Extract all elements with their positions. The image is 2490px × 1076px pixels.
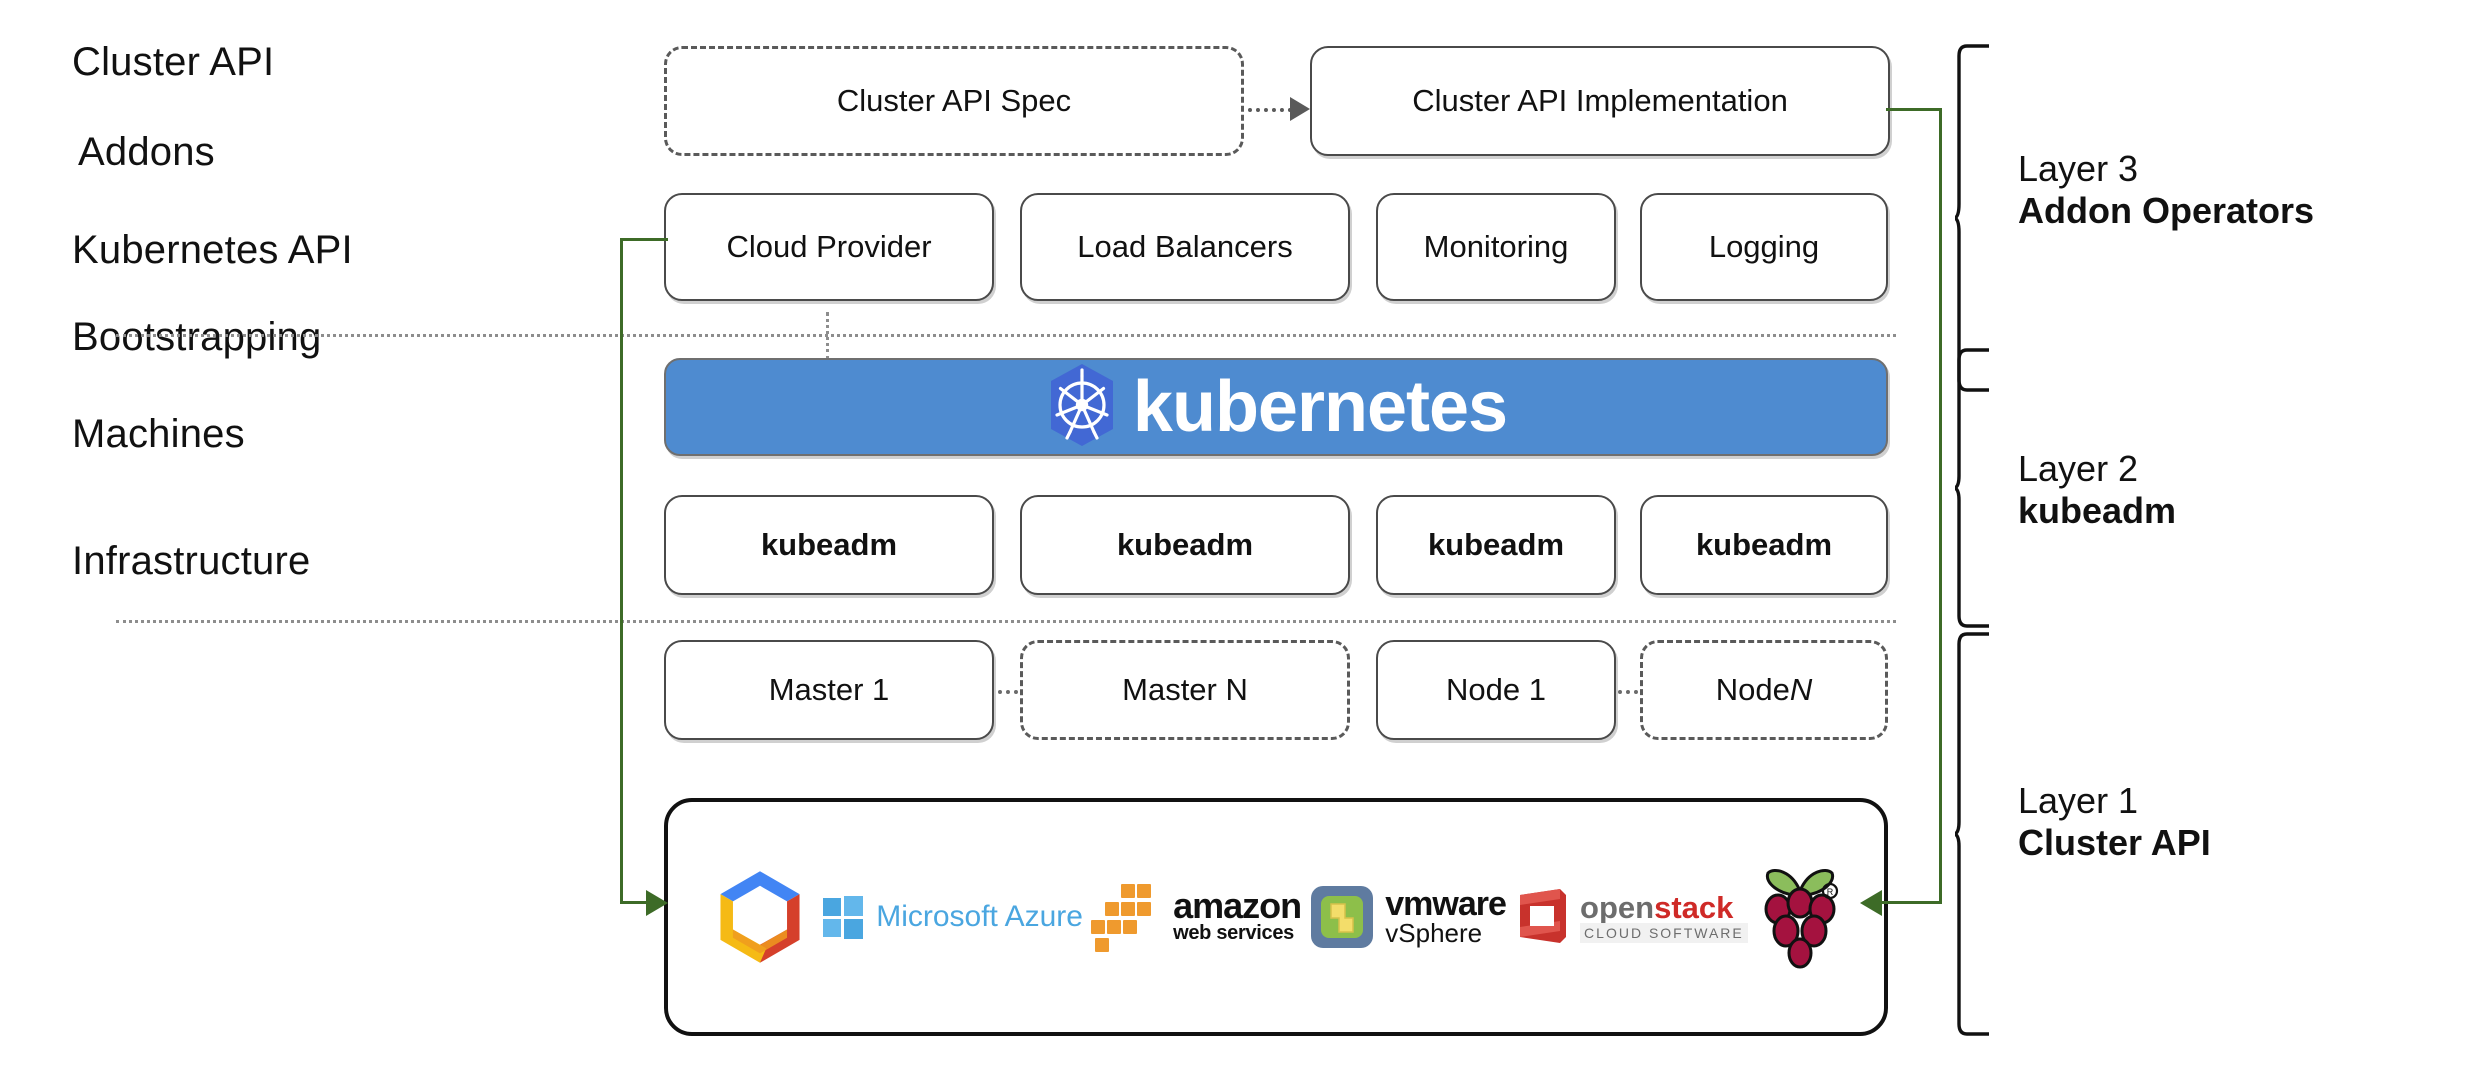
kubernetes-helm-wheel-icon <box>1045 362 1119 453</box>
addon-label-monitoring: Monitoring <box>1423 229 1569 264</box>
row-label-machines: Machines <box>72 412 245 456</box>
vmware-vsphere-logo: vmware vSphere <box>1309 884 1507 950</box>
layer-1-brace <box>1955 632 1989 1036</box>
addon-label-cloud-provider: Cloud Provider <box>726 229 932 264</box>
amazon-web-services-logo: amazon web services <box>1091 880 1302 954</box>
windows-icon <box>823 896 864 939</box>
layer-3-label: Layer 3 Addon Operators <box>2018 148 2314 233</box>
addon-box-cloud-provider[interactable]: Cloud Provider <box>664 193 994 301</box>
vsphere-wordmark: vSphere <box>1385 918 1483 949</box>
openstack-logo: openstack CLOUD SOFTWARE <box>1514 885 1748 949</box>
separator-layer3-layer2 <box>116 334 1896 337</box>
addon-label-logging: Logging <box>1708 229 1820 264</box>
openstack-cube-icon <box>1520 889 1567 943</box>
layer-3-number: Layer 3 <box>2018 148 2139 189</box>
bootstrap-box-2[interactable]: kubeadm <box>1020 495 1350 595</box>
layer-2-brace <box>1955 348 1989 628</box>
green-line-left-vertical <box>620 238 623 903</box>
bootstrap-box-3[interactable]: kubeadm <box>1376 495 1616 595</box>
row-label-infrastructure: Infrastructure <box>72 539 311 583</box>
aws-boxes-icon <box>1091 884 1152 952</box>
green-line-into-infra-right <box>1882 901 1942 904</box>
addon-box-load-balancers[interactable]: Load Balancers <box>1020 193 1350 301</box>
bootstrap-box-1[interactable]: kubeadm <box>664 495 994 595</box>
openstack-wordmark: openstack <box>1580 892 1733 923</box>
machine-box-node-n[interactable]: Node N <box>1640 640 1888 740</box>
bootstrap-label-2: kubeadm <box>1116 527 1254 562</box>
bootstrap-label-4: kubeadm <box>1695 527 1833 562</box>
row-label-cluster-api: Cluster API <box>72 40 275 84</box>
addon-box-monitoring[interactable]: Monitoring <box>1376 193 1616 301</box>
microsoft-azure-logo: Microsoft Azure <box>820 894 1083 940</box>
machine-box-master-1[interactable]: Master 1 <box>664 640 994 740</box>
layer-2-name: kubeadm <box>2018 490 2177 532</box>
green-line-into-infra-left <box>620 901 664 904</box>
node-ellipsis-connector <box>1618 690 1638 694</box>
bootstrap-label-1: kubeadm <box>760 527 898 562</box>
spec-to-impl-dotted-line <box>1248 108 1300 112</box>
machine-box-master-n[interactable]: Master N <box>1020 640 1350 740</box>
azure-wordmark: Microsoft Azure <box>876 900 1083 933</box>
vsphere-icon <box>1311 886 1374 948</box>
row-label-addons: Addons <box>78 130 215 174</box>
row-label-bootstrapping: Bootstrapping <box>72 315 322 359</box>
spec-to-impl-arrowhead <box>1290 97 1310 121</box>
infrastructure-box[interactable]: Microsoft Azure amazon web services <box>664 798 1888 1036</box>
green-line-cloud-provider-left <box>620 238 668 241</box>
openstack-sub-wordmark: CLOUD SOFTWARE <box>1580 922 1748 943</box>
layer-1-label: Layer 1 Cluster API <box>2018 780 2211 865</box>
cluster-api-spec-label: Cluster API Spec <box>836 83 1072 118</box>
layer-1-name: Cluster API <box>2018 822 2211 864</box>
machine-label-node-n-suffix: N <box>1789 672 1813 707</box>
layer-3-name: Addon Operators <box>2018 190 2315 232</box>
row-label-kubernetes-api: Kubernetes API <box>72 228 353 272</box>
raspberry-pi-logo: R <box>1756 861 1844 973</box>
aws-sub-wordmark: web services <box>1173 922 1295 945</box>
kubernetes-banner[interactable]: kubernetes <box>664 358 1888 456</box>
bootstrap-label-3: kubeadm <box>1427 527 1565 562</box>
machine-label-node-1: Node 1 <box>1446 672 1546 707</box>
openstack-wordmark-stack: stack <box>1654 889 1734 925</box>
google-cloud-platform-logo <box>708 865 812 969</box>
separator-layer2-layer1 <box>116 620 1896 623</box>
green-arrowhead-left <box>1860 890 1882 916</box>
vmware-wordmark: vmware <box>1385 884 1507 923</box>
raspberry-icon: R <box>1764 868 1839 969</box>
layer-2-number: Layer 2 <box>2018 448 2139 489</box>
bootstrap-box-4[interactable]: kubeadm <box>1640 495 1888 595</box>
master-ellipsis-connector <box>998 690 1018 694</box>
openstack-wordmark-open: open <box>1580 889 1655 925</box>
green-line-right-vertical <box>1939 108 1942 903</box>
addon-box-logging[interactable]: Logging <box>1640 193 1888 301</box>
cluster-api-spec-box[interactable]: Cluster API Spec <box>664 46 1244 156</box>
cloud-provider-to-kubernetes-connector <box>826 312 829 360</box>
cluster-api-implementation-label: Cluster API Implementation <box>1412 83 1788 118</box>
machine-label-master-n: Master N <box>1122 672 1248 707</box>
amazon-wordmark: amazon <box>1173 884 1302 926</box>
addon-label-load-balancers: Load Balancers <box>1077 229 1293 264</box>
machine-label-node-n: Node <box>1715 672 1790 707</box>
cluster-api-implementation-box[interactable]: Cluster API Implementation <box>1310 46 1890 156</box>
green-line-impl-right <box>1886 108 1942 111</box>
layer-1-number: Layer 1 <box>2018 780 2139 821</box>
svg-text:R: R <box>1827 887 1834 897</box>
layer-2-label: Layer 2 kubeadm <box>2018 448 2176 533</box>
machine-box-node-1[interactable]: Node 1 <box>1376 640 1616 740</box>
machine-label-master-1: Master 1 <box>768 672 890 707</box>
layer-3-brace <box>1955 44 1989 392</box>
kubernetes-wordmark: kubernetes <box>1132 367 1508 447</box>
green-arrowhead-right <box>646 890 668 916</box>
